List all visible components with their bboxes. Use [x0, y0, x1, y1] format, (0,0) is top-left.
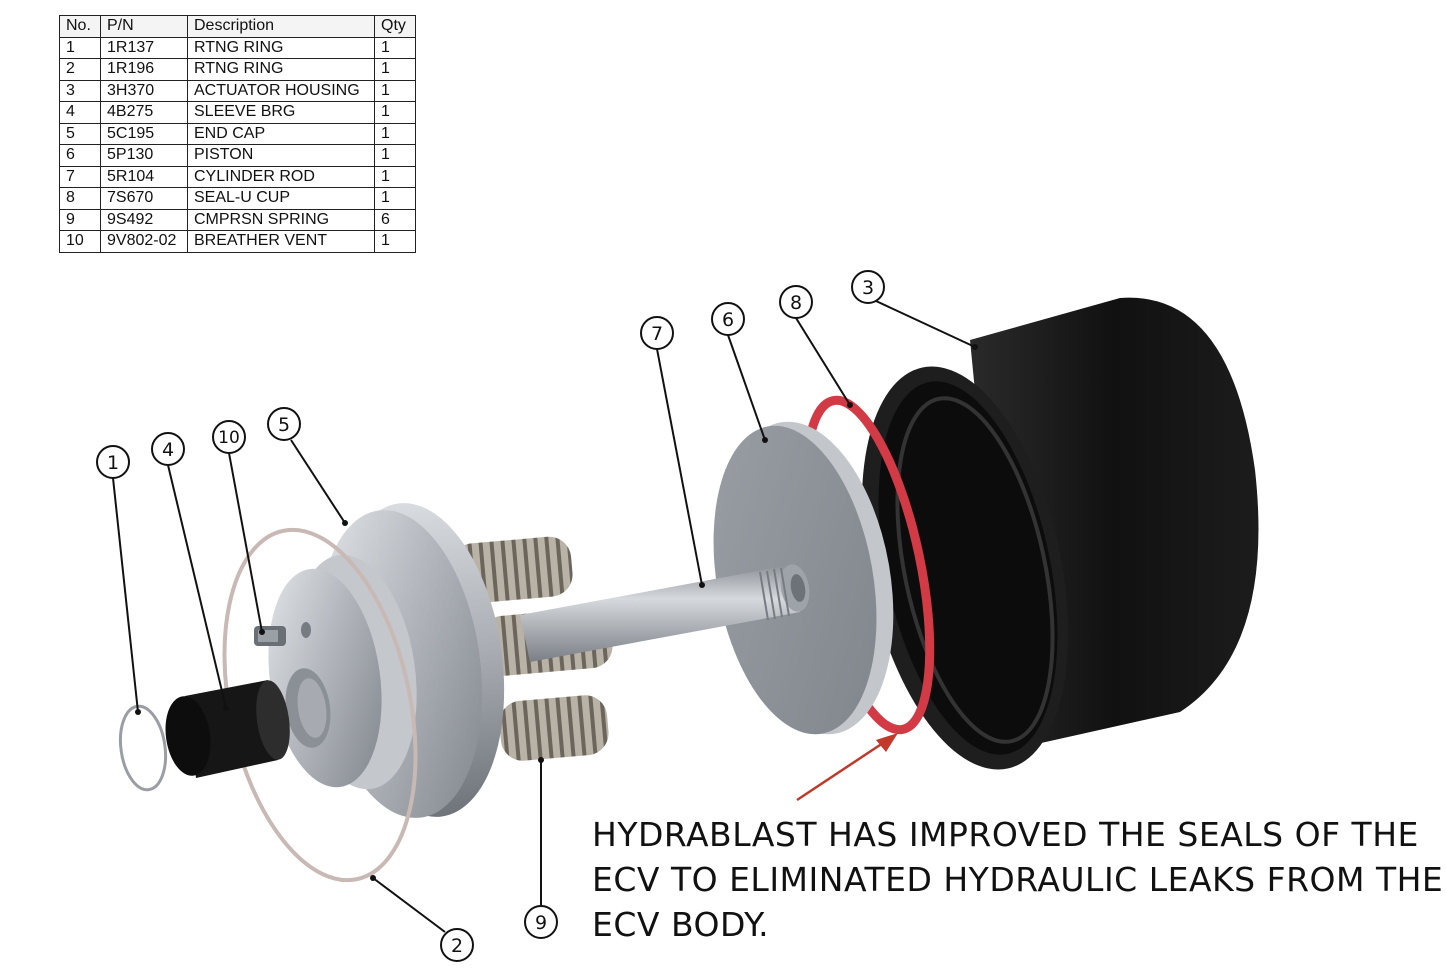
cell-description: RTNG RING: [187, 36, 375, 59]
header-description: Description: [187, 15, 375, 38]
cell-qty: 1: [374, 79, 416, 102]
cell-pn: 9S492: [100, 208, 188, 231]
breather-vent-part: [254, 626, 286, 646]
cell-qty: 1: [374, 58, 416, 81]
cell-no: 3: [59, 79, 101, 102]
callout-3-label: 3: [862, 277, 874, 299]
red-arrow: [796, 733, 898, 802]
cell-pn: 4B275: [100, 101, 188, 124]
cell-pn: 1R196: [100, 58, 188, 81]
cell-description: RTNG RING: [187, 58, 375, 81]
cell-description: PISTON: [187, 144, 375, 167]
cell-qty: 1: [374, 101, 416, 124]
note-line-2: ECV TO ELIMINATED HYDRAULIC LEAKS FROM T…: [592, 860, 1444, 899]
cell-description: BREATHER VENT: [187, 230, 375, 253]
end-cap-part: [268, 503, 505, 818]
callout-6-label: 6: [722, 309, 734, 331]
header-no: No.: [59, 15, 101, 38]
leader-dots: [135, 344, 978, 881]
cell-qty: 1: [374, 230, 416, 253]
callout-4-label: 4: [162, 439, 174, 461]
improvement-note: HYDRABLAST HAS IMPROVED THE SEALS OF THE…: [592, 812, 1444, 947]
header-pn: P/N: [100, 15, 188, 38]
callout-9-label: 9: [535, 912, 547, 934]
callout-2-label: 2: [451, 935, 463, 957]
note-line-3: ECV BODY.: [592, 905, 770, 944]
callout-7-label: 7: [651, 323, 663, 345]
note-line-1: HYDRABLAST HAS IMPROVED THE SEALS OF THE: [592, 815, 1419, 854]
cell-pn: 3H370: [100, 79, 188, 102]
actuator-housing-part: [861, 297, 1259, 770]
header-qty: Qty: [374, 15, 416, 38]
leader-lines: [112, 300, 976, 933]
callout-10-label: 10: [218, 428, 240, 448]
callout-8-label: 8: [790, 292, 802, 314]
cell-pn: 9V802-02: [100, 230, 188, 253]
callout-bubbles: [96, 270, 885, 962]
cylinder-rod-part: [520, 564, 810, 662]
retaining-ring-small-part: [118, 704, 168, 792]
cell-description: SLEEVE BRG: [187, 101, 375, 124]
cell-description: CYLINDER ROD: [187, 165, 375, 188]
cell-no: 10: [59, 230, 101, 253]
callout-5-label: 5: [278, 414, 290, 436]
cell-description: ACTUATOR HOUSING: [187, 79, 375, 102]
cell-pn: 7S670: [100, 187, 188, 210]
cell-pn: 5R104: [100, 165, 188, 188]
sleeve-bearing-part: [165, 680, 290, 778]
callout-1-label: 1: [107, 452, 119, 474]
parts-table-header-row: No. P/N Description Qty: [59, 15, 416, 38]
